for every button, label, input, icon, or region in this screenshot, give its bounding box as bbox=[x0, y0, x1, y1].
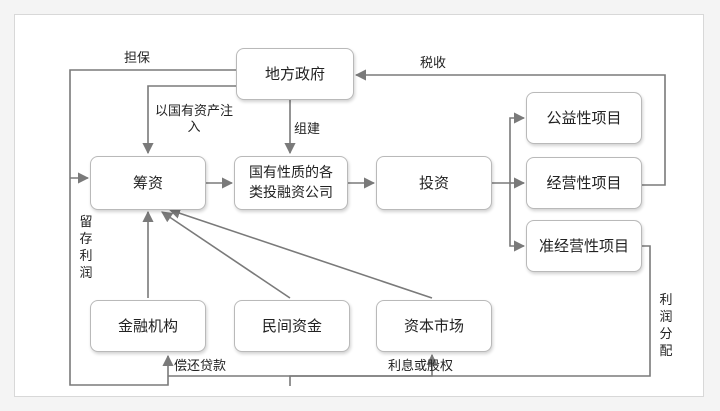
node-financing: 筹资 bbox=[90, 156, 206, 210]
arrow-tax bbox=[354, 69, 666, 186]
label-loan-repayment: 偿还贷款 bbox=[174, 359, 227, 374]
node-investment: 投资 bbox=[376, 156, 492, 210]
arrow-private-to-financing bbox=[161, 211, 291, 299]
node-financial-institution: 金融机构 bbox=[90, 300, 206, 352]
node-operating-project: 经营性项目 bbox=[526, 157, 642, 209]
arrow-interest-equity bbox=[290, 353, 438, 377]
node-quasi-project: 准经营性项目 bbox=[526, 220, 642, 272]
label-asset-injection: 以国有资产注入 bbox=[154, 104, 233, 135]
node-government: 地方政府 bbox=[236, 48, 354, 100]
arrow-to-quasi-project bbox=[509, 183, 526, 252]
node-private-capital: 民间资金 bbox=[234, 300, 350, 352]
node-public-project: 公益性项目 bbox=[526, 92, 642, 144]
label-guarantee: 担保 bbox=[124, 51, 151, 66]
arrow-market-to-financing bbox=[168, 207, 433, 299]
label-profit-distribution: 利润分配 bbox=[659, 293, 673, 359]
node-capital-market: 资本市场 bbox=[376, 300, 492, 352]
arrow-profit-distribution bbox=[289, 245, 651, 386]
arrow-government-to-financing bbox=[142, 85, 236, 155]
label-tax: 税收 bbox=[420, 56, 447, 71]
label-interest-equity: 利息或股权 bbox=[388, 359, 454, 374]
label-establish: 组建 bbox=[294, 122, 321, 137]
arrow-to-public-project bbox=[509, 112, 526, 183]
node-state-company: 国有性质的各类投融资公司 bbox=[234, 156, 348, 210]
label-retained-profit: 留存利润 bbox=[79, 215, 93, 281]
